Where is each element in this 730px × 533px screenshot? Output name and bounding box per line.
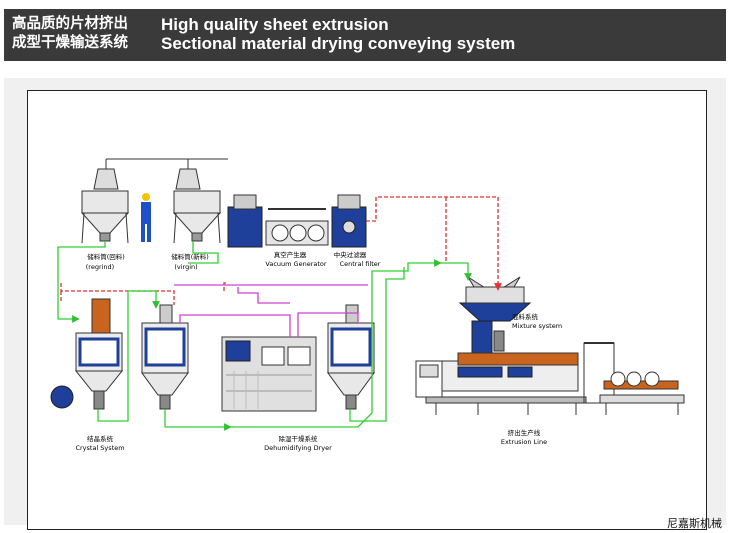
vacuum-lines [60, 196, 502, 305]
regrind-label-cn: 储料筒(回料) [87, 252, 125, 261]
vacuum-label-cn: 真空产生器 [274, 250, 307, 259]
system-diagram: 储料筒(回料) (regrind) 储料筒(新料) (virgin) 真空产生器… [50, 158, 685, 452]
regrind-hopper [80, 159, 130, 244]
dryer-label-cn: 除湿干燥系统 [279, 434, 319, 443]
filter-label-en: Central filter [340, 260, 381, 268]
virgin-label-en: (virgin) [174, 263, 197, 271]
extrusion-label-cn: 挤出生产线 [508, 428, 541, 437]
mixture-label-cn: 混料系统 [512, 312, 539, 321]
filter-label-cn: 中央过滤器 [334, 250, 367, 259]
brand-watermark: 尼嘉斯机械 [667, 517, 722, 530]
dryer-hopper-right [327, 304, 375, 410]
crystal-label-cn: 结晶系统 [87, 434, 114, 443]
dryer-label-en: Dehumidifying Dryer [264, 444, 332, 452]
mixture-label-en: Mixture system [512, 322, 562, 330]
title-en: High quality sheet extrusion Sectional m… [161, 15, 516, 53]
crystal-label-en: Crystal System [75, 444, 124, 452]
vacuum-label-en: Vacuum Generator [265, 260, 326, 268]
central-filter [331, 194, 367, 248]
title-banner: 高品质的片材挤出 成型干燥输送系统 High quality sheet ext… [4, 9, 726, 61]
extrusion-line [415, 342, 685, 415]
diagram-frame: 储料筒(回料) (regrind) 储料筒(新料) (virgin) 真空产生器… [27, 90, 707, 530]
virgin-hopper [106, 158, 228, 244]
air-lines [174, 284, 368, 337]
extrusion-label-en: Extrusion Line [501, 438, 547, 446]
vacuum-generator [227, 194, 329, 248]
regrind-label-en: (regrind) [86, 263, 114, 271]
material-lines [57, 241, 472, 431]
virgin-label-cn: 储料筒(新料) [171, 252, 209, 261]
crystal-system [50, 298, 124, 410]
title-cn: 高品质的片材挤出 成型干燥输送系统 [12, 16, 128, 51]
operator-figure [141, 193, 151, 242]
dehumidifier-unit [221, 336, 317, 412]
dryer-hopper-left [141, 304, 189, 410]
